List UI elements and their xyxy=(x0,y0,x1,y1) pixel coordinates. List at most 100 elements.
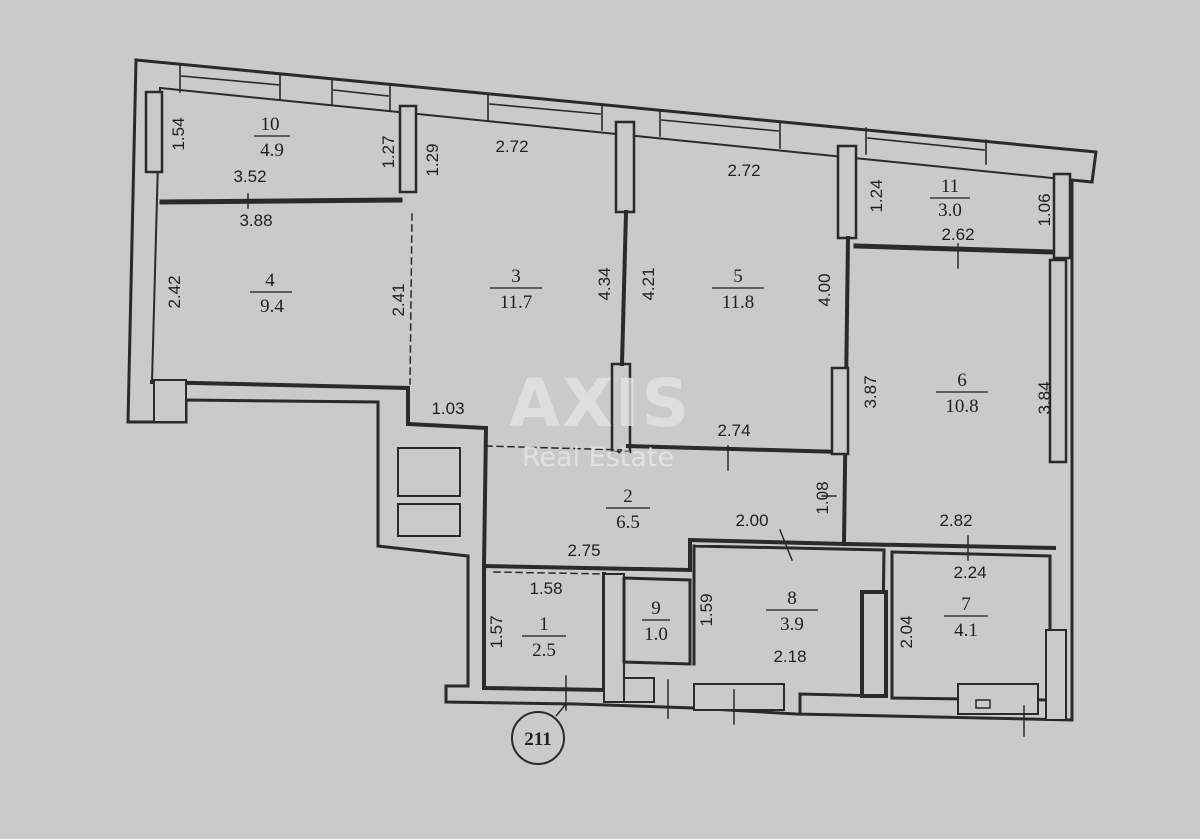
dim-2-18: 2.18 xyxy=(773,647,806,666)
room-label-2: 2 6.5 xyxy=(606,486,650,533)
dim-2-04: 2.04 xyxy=(897,615,916,648)
room-7-fixture xyxy=(957,683,1039,715)
dim-4-34: 4.34 xyxy=(595,267,614,300)
dim-2-24: 2.24 xyxy=(953,563,986,582)
room-area: 6.5 xyxy=(616,512,640,533)
dim-3-52: 3.52 xyxy=(233,167,266,186)
room-number: 2 xyxy=(623,486,633,507)
dim-2-82: 2.82 xyxy=(939,511,972,530)
room-area: 11.7 xyxy=(500,292,533,313)
dim-1-29: 1.29 xyxy=(423,143,442,176)
bath-1-right-wall xyxy=(603,573,625,703)
room-6-bottom-wall xyxy=(845,541,1057,551)
dim-1-54: 1.54 xyxy=(169,117,188,150)
room-label-4: 4 9.4 xyxy=(250,270,292,317)
dim-3-84: 3.84 xyxy=(1035,381,1054,414)
room-5-bottom-wall xyxy=(625,443,843,455)
room-4-bottom-wall xyxy=(149,379,489,431)
balcony-10-wall-right xyxy=(398,104,418,194)
dim-1-57: 1.57 xyxy=(487,615,506,648)
watermark-brand: AXIS xyxy=(509,365,691,442)
room-label-9: 9 1.0 xyxy=(642,598,670,645)
balcony-11-wall-right xyxy=(1052,172,1072,260)
room-label-7: 7 4.1 xyxy=(944,594,988,641)
balcony-10-wall-left xyxy=(144,90,164,174)
dim-1-59: 1.59 xyxy=(697,593,716,626)
room-area: 3.0 xyxy=(938,200,962,221)
room-area: 10.8 xyxy=(945,396,978,417)
room-area: 4.1 xyxy=(954,620,978,641)
shaft-box-1 xyxy=(397,447,461,497)
room-5-bottom-right-block xyxy=(830,366,850,456)
dim-2-62: 2.62 xyxy=(941,225,974,244)
dim-1-06: 1.06 xyxy=(1035,193,1054,226)
wall-3-5-upper xyxy=(614,120,636,214)
dim-2-00: 2.00 xyxy=(735,511,768,530)
dim-3-88: 3.88 xyxy=(239,211,272,230)
room-6-window-right xyxy=(1048,258,1068,464)
wall-5-6-upper xyxy=(836,144,858,240)
unit-marker-leader xyxy=(555,703,567,717)
walls xyxy=(126,58,1098,737)
room-number: 10 xyxy=(261,114,280,135)
room-label-11: 11 3.0 xyxy=(930,176,970,221)
dim-1-24: 1.24 xyxy=(867,179,886,212)
dim-4-21: 4.21 xyxy=(639,267,658,300)
room-label-6: 6 10.8 xyxy=(936,370,988,417)
room-area: 9.4 xyxy=(260,296,284,317)
shaft-box-2 xyxy=(397,503,461,537)
hall-bottom-wall xyxy=(481,537,847,573)
window-frames xyxy=(179,63,987,165)
room-area: 4.9 xyxy=(260,140,284,161)
room-number: 4 xyxy=(265,270,275,291)
room-label-3: 3 11.7 xyxy=(490,266,542,313)
watermark-tagline: Real Estate xyxy=(522,442,674,473)
room-label-10: 10 4.9 xyxy=(254,114,290,161)
room-8-column xyxy=(860,590,888,698)
room-number: 3 xyxy=(511,266,521,287)
unit-marker-circle xyxy=(511,711,565,765)
dim-2-72-b: 2.72 xyxy=(727,161,760,180)
room-7-window xyxy=(1045,629,1067,721)
dim-1-27: 1.27 xyxy=(379,135,398,168)
room-area: 11.8 xyxy=(722,292,755,313)
unit-number: 211 xyxy=(524,729,551,750)
dim-3-87: 3.87 xyxy=(861,375,880,408)
room-area: 3.9 xyxy=(780,614,804,635)
room-number: 8 xyxy=(787,588,797,609)
shaft-box-3 xyxy=(153,379,187,423)
wc-9-walls xyxy=(622,576,692,666)
room-label-1: 1 2.5 xyxy=(522,614,566,661)
room-number: 9 xyxy=(651,598,661,619)
dim-2-42: 2.42 xyxy=(165,275,184,308)
wc-9-fixture xyxy=(623,677,655,703)
dim-2-75: 2.75 xyxy=(567,541,600,560)
dim-2-72-a: 2.72 xyxy=(495,137,528,156)
room-area: 1.0 xyxy=(644,624,668,645)
room-number: 5 xyxy=(733,266,743,287)
room-label-5: 5 11.8 xyxy=(712,266,764,313)
wall-3-5-line xyxy=(619,209,629,367)
dim-4-00: 4.00 xyxy=(815,273,834,306)
balcony-11-bottom-wall xyxy=(853,243,1057,255)
room-area: 2.5 xyxy=(532,640,556,661)
dimension-ticks xyxy=(247,193,1025,737)
dim-2-74: 2.74 xyxy=(717,421,750,440)
room-4-room-3-partition xyxy=(409,213,413,385)
balcony-10-bottom-wall xyxy=(159,197,403,205)
dim-1-58: 1.58 xyxy=(529,579,562,598)
hall-left-wall xyxy=(481,425,489,569)
unit-marker: 211 xyxy=(511,703,567,765)
room-label-8: 8 3.9 xyxy=(766,588,818,635)
room-7-fixture-inner xyxy=(975,699,991,709)
dim-2-41: 2.41 xyxy=(389,283,408,316)
room-number: 6 xyxy=(957,370,967,391)
room-number: 7 xyxy=(961,594,971,615)
room-number: 1 xyxy=(539,614,549,635)
room-number: 11 xyxy=(941,176,959,197)
dimension-labels: 3.52 3.88 2.72 2.72 2.62 1.03 2.74 2.00 … xyxy=(165,117,1054,666)
hall-dashed-bottom xyxy=(493,571,607,575)
hall-dashed-line xyxy=(485,445,625,451)
dim-1-03: 1.03 xyxy=(431,399,464,418)
